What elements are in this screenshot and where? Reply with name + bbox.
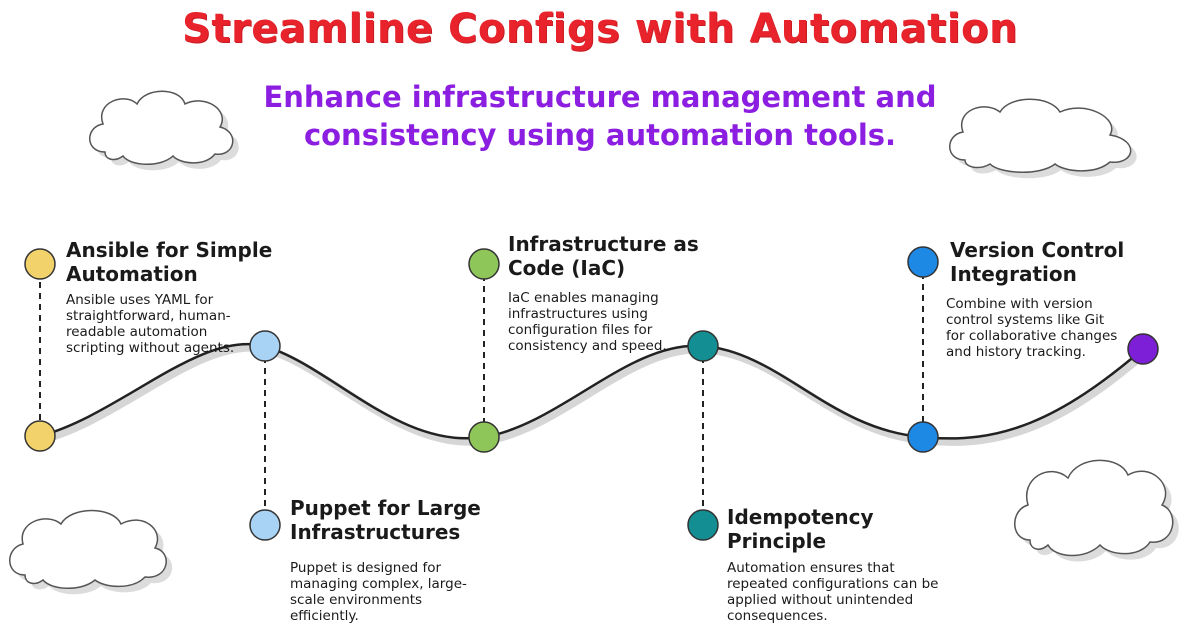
node-iac-curve <box>468 421 500 453</box>
node-ansible-curve <box>24 420 56 452</box>
node-idempotency-curve <box>687 330 719 362</box>
node-end <box>1127 333 1159 365</box>
curve-shadow <box>42 344 1149 446</box>
subtitle-line-2: consistency using automation tools. <box>303 118 897 152</box>
subtitle-line-1: Enhance infrastructure management and <box>263 80 937 114</box>
step-description-idempotency: Automation ensures that repeated configu… <box>727 560 939 624</box>
node-version-control-label <box>907 246 939 278</box>
step-description-puppet: Puppet is designed for managing complex,… <box>290 560 467 624</box>
step-heading-idempotency: Idempotency Principle <box>727 505 874 553</box>
node-ansible-label <box>24 248 56 280</box>
cloud-icon-top-left <box>89 90 239 171</box>
step-heading-ansible: Ansible for Simple Automation <box>66 238 273 286</box>
node-puppet-label <box>249 509 281 541</box>
node-iac-label <box>468 248 500 280</box>
step-heading-iac: Infrastructure as Code (IaC) <box>508 232 699 280</box>
node-version-control-curve <box>907 421 939 453</box>
page-subtitle: Enhance infrastructure management and co… <box>230 78 970 154</box>
step-heading-version-control: Version Control Integration <box>950 238 1125 286</box>
cloud-icon-top-right <box>949 98 1137 179</box>
step-description-iac: IaC enables managing infrastructures usi… <box>508 290 667 354</box>
step-heading-puppet: Puppet for Large Infrastructures <box>290 496 481 544</box>
node-puppet-curve <box>249 330 281 362</box>
node-idempotency-label <box>687 509 719 541</box>
step-description-version-control: Combine with version control systems lik… <box>946 296 1118 360</box>
page-title: Streamline Configs with Automation <box>182 6 1018 52</box>
cloud-icon-bottom-left <box>9 509 173 595</box>
step-description-ansible: Ansible uses YAML for straightforward, h… <box>66 292 235 356</box>
cloud-icon-bottom-right <box>1014 459 1179 562</box>
timeline-curve <box>39 342 1144 440</box>
